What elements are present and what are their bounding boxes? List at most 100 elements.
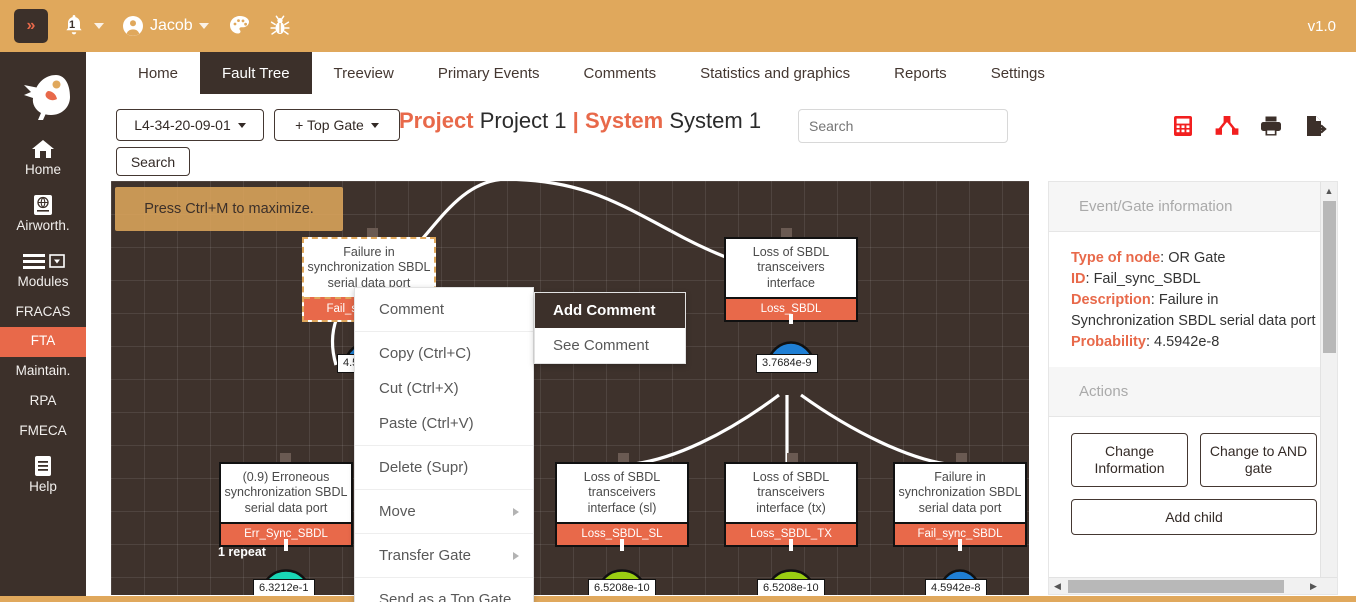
fault-tree-canvas[interactable]: Failure in synchronization SBDL serial d… — [111, 181, 1029, 595]
context-menu-item-label: Move — [379, 503, 416, 520]
context-menu-item-move[interactable]: Move — [355, 494, 533, 529]
sidebar-item-modules[interactable]: Modules — [0, 242, 86, 298]
title-separator: | — [572, 108, 579, 133]
node-id: Err_Sync_SBDL — [221, 522, 351, 545]
context-menu-separator — [355, 331, 533, 332]
node-id: Loss_SBDL_SL — [557, 522, 687, 545]
maximize-hint: Press Ctrl+M to maximize. — [115, 187, 343, 231]
tree-node-loss-sbdl-tx[interactable]: Loss of SBDL transceivers interface (tx)… — [724, 462, 858, 547]
palette-icon[interactable] — [227, 13, 253, 39]
gate-probability-label: 6.5208e-10 — [757, 579, 825, 595]
gate-probability-label: 6.3212e-1 — [253, 579, 315, 595]
change-to-and-gate-button[interactable]: Change to AND gate — [1200, 433, 1317, 487]
node-context-menu: Comment Copy (Ctrl+C) Cut (Ctrl+X) Paste… — [354, 287, 534, 602]
context-menu-separator — [355, 489, 533, 490]
user-menu[interactable]: Jacob — [122, 15, 221, 37]
sidebar-item-help[interactable]: Help — [0, 447, 86, 503]
sidebar-item-label: FRACAS — [15, 303, 71, 319]
context-menu-item-cut[interactable]: Cut (Ctrl+X) — [379, 380, 459, 397]
info-panel-header: Event/Gate information — [1049, 182, 1337, 232]
add-top-gate-dropdown[interactable]: + Top Gate — [274, 109, 400, 141]
info-value: Fail_sync_SBDL — [1093, 271, 1201, 288]
gate-probability-label: 6.5208e-10 — [588, 579, 656, 595]
node-id: Fail_sync_SBDL — [895, 522, 1025, 545]
node-anchor — [956, 453, 967, 462]
main-nav-tabs: Home Fault Tree Treeview Primary Events … — [86, 52, 1356, 94]
info-label: ID — [1071, 271, 1086, 288]
gate-probability-label: 4.5942e-8 — [925, 579, 987, 595]
part-number-dropdown[interactable]: L4-34-20-09-01 — [116, 109, 264, 141]
sidebar: Home Airworth. — [0, 52, 86, 602]
info-label: Description — [1071, 292, 1151, 309]
chevron-down-icon — [237, 122, 246, 128]
node-id: Loss_SBDL — [726, 297, 856, 320]
node-anchor — [781, 228, 792, 237]
info-row-id: ID: Fail_sync_SBDL — [1071, 271, 1201, 288]
info-value: OR Gate — [1168, 250, 1226, 266]
context-menu-item-copy[interactable]: Copy (Ctrl+C) — [379, 345, 472, 362]
tree-node-loss-sbdl-sl[interactable]: Loss of SBDL transceivers interface (sl)… — [555, 462, 689, 547]
chevron-down-icon — [370, 122, 379, 128]
change-information-button[interactable]: Change Information — [1071, 433, 1188, 487]
sidebar-item-fta[interactable]: FTA — [0, 327, 86, 358]
notifications-button[interactable]: 1 — [62, 13, 116, 39]
export-file-icon[interactable] — [1302, 113, 1328, 139]
submenu-item-add-comment[interactable]: Add Comment — [535, 293, 685, 328]
sidebar-item-label: Home — [24, 162, 61, 177]
context-menu-item-send-as-top-gate[interactable]: Send as a Top Gate — [379, 591, 512, 602]
vertical-scroll-thumb[interactable] — [1323, 201, 1336, 353]
sidebar-item-fmeca[interactable]: FMECA — [0, 417, 86, 447]
panel-vertical-scrollbar[interactable]: ▲ ▼ — [1320, 182, 1337, 594]
fault-tree-toolbar: L4-34-20-09-01 + Top Gate Search Project… — [86, 94, 1356, 178]
context-menu-item-paste[interactable]: Paste (Ctrl+V) — [379, 415, 474, 432]
sidebar-item-label: RPA — [29, 393, 57, 409]
gate-stem — [958, 539, 962, 551]
version-label: v1.0 — [1307, 17, 1336, 35]
tab-fault-tree[interactable]: Fault Tree — [200, 52, 312, 94]
tab-statistics-and-graphics[interactable]: Statistics and graphics — [700, 64, 851, 82]
search-input[interactable] — [798, 109, 1008, 143]
info-row-type: Type of node: OR Gate — [1071, 250, 1226, 266]
tab-primary-events[interactable]: Primary Events — [437, 64, 540, 82]
bug-icon[interactable] — [267, 13, 293, 39]
context-menu-item-delete[interactable]: Delete (Supr) — [379, 459, 469, 476]
node-anchor — [367, 228, 378, 237]
sidebar-item-airworthiness[interactable]: Airworth. — [0, 186, 86, 242]
node-anchor — [280, 453, 291, 462]
page-title: Project Project 1 | System System 1 — [399, 108, 761, 134]
sidebar-item-fracas[interactable]: FRACAS — [0, 298, 86, 328]
sidebar-toggle-button[interactable]: » — [14, 9, 48, 43]
double-chevron-right-icon: » — [26, 17, 36, 34]
tab-settings[interactable]: Settings — [990, 64, 1045, 82]
project-label: Project — [399, 108, 474, 133]
tab-reports[interactable]: Reports — [894, 64, 947, 82]
scroll-up-arrow-icon[interactable]: ▲ — [1324, 185, 1334, 196]
chevron-right-icon — [513, 507, 519, 516]
print-icon[interactable] — [1258, 113, 1284, 139]
tab-comments[interactable]: Comments — [583, 64, 657, 82]
scroll-right-arrow-icon[interactable]: ▶ — [1310, 581, 1317, 591]
sidebar-item-maintainability[interactable]: Maintain. — [0, 357, 86, 387]
comment-submenu: Add Comment See Comment — [534, 292, 686, 364]
tab-treeview[interactable]: Treeview — [333, 64, 394, 82]
tree-diagram-icon[interactable] — [1214, 113, 1240, 139]
add-child-button[interactable]: Add child — [1071, 498, 1317, 536]
tree-node-err-sync-sbdl[interactable]: (0.9) Erroneous synchronization SBDL ser… — [219, 462, 353, 547]
scroll-left-arrow-icon[interactable]: ◀ — [1054, 581, 1061, 591]
search-button[interactable]: Search — [116, 147, 190, 176]
calculator-icon[interactable] — [1170, 113, 1196, 139]
context-menu-item-comment[interactable]: Comment — [379, 301, 445, 318]
gate-stem — [620, 539, 624, 551]
tree-node-loss-sbdl[interactable]: Loss of SBDL transceivers interface Loss… — [724, 237, 858, 322]
sidebar-item-rpa[interactable]: RPA — [0, 387, 86, 417]
sidebar-item-home[interactable]: Home — [0, 130, 86, 186]
chevron-down-icon — [94, 23, 104, 29]
event-gate-info-panel: Event/Gate information Type of node: OR … — [1048, 181, 1338, 595]
panel-horizontal-scrollbar[interactable]: ◀ ▶ — [1049, 577, 1337, 594]
horizontal-scroll-thumb[interactable] — [1068, 580, 1284, 593]
context-menu-item-transfer-gate[interactable]: Transfer Gate — [355, 538, 533, 573]
tab-home[interactable]: Home — [138, 64, 179, 82]
top-bar: » 1 Jacob — [0, 0, 1356, 52]
tree-node-fail-sync-sbdl-child[interactable]: Failure in synchronization SBDL serial d… — [893, 462, 1027, 547]
submenu-item-see-comment[interactable]: See Comment — [553, 337, 649, 354]
